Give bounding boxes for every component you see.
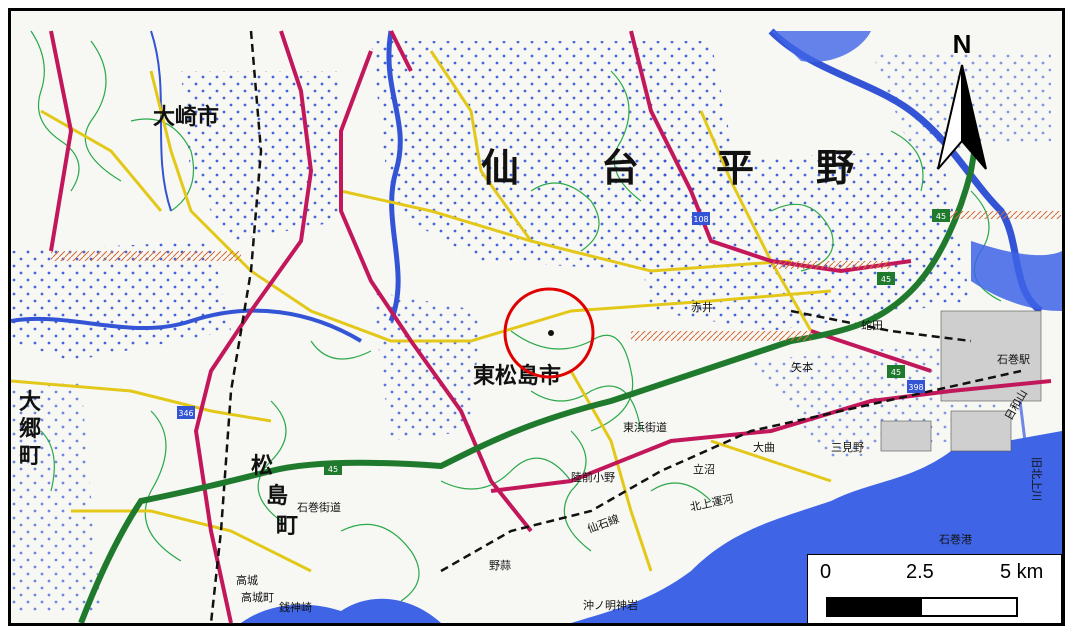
marker-point [548, 330, 554, 336]
svg-text:松: 松 [251, 454, 273, 479]
river-estuary-east [971, 241, 1062, 311]
road-shield-number: 45 [328, 465, 338, 474]
matsushima-bay [241, 598, 441, 623]
svg-text:町: 町 [19, 444, 41, 469]
svg-text:陸前小野: 陸前小野 [571, 470, 615, 484]
svg-text:郷: 郷 [19, 417, 41, 442]
svg-text:大: 大 [19, 390, 41, 415]
region-char: 野 [816, 146, 854, 190]
svg-text:石巻港: 石巻港 [939, 533, 972, 546]
north-arrow: N [932, 29, 992, 174]
svg-text:島: 島 [266, 483, 288, 509]
svg-text:旧北上川: 旧北上川 [1030, 457, 1043, 501]
svg-text:町: 町 [276, 514, 298, 539]
location-marker [503, 287, 595, 379]
svg-text:大曲: 大曲 [753, 440, 775, 454]
svg-text:石巻駅: 石巻駅 [997, 353, 1030, 366]
scale-bar [826, 597, 1018, 617]
road-shields: 45 45 45 108 398 346 45 [177, 209, 950, 475]
railway-lines [209, 30, 1022, 623]
region-char: 台 [601, 146, 639, 190]
scale-segment-black [828, 599, 922, 615]
scale-label-0: 0 [820, 561, 832, 583]
sanriku-expressway [78, 140, 979, 623]
road-shield-number: 45 [936, 212, 946, 221]
svg-text:銭神崎: 銭神崎 [279, 600, 312, 614]
scale-bar-box: 0 2.5 5 km [807, 554, 1062, 623]
region-char: 平 [716, 146, 754, 190]
scale-label-end: 5 km [1000, 561, 1044, 583]
svg-text:高城町: 高城町 [241, 590, 274, 604]
city-label-osaki: 大崎市 [153, 104, 219, 130]
road-shield-number: 398 [908, 383, 923, 392]
region-label-sendai-plain: 仙 台 平 野 [481, 146, 854, 190]
prefectural-roads [11, 50, 832, 573]
slope-hatches [51, 211, 1061, 341]
scale-segment-white [922, 599, 1016, 615]
national-roads [49, 30, 1052, 623]
region-char: 仙 [481, 146, 519, 190]
map-frame: 45 45 45 108 398 346 45 仙 台 平 野 東松島市 大崎市… [8, 8, 1065, 626]
svg-text:沖ノ明神岩: 沖ノ明神岩 [583, 598, 638, 612]
road-shield-number: 45 [881, 275, 891, 284]
svg-text:赤井: 赤井 [691, 300, 713, 314]
svg-text:三見野: 三見野 [831, 441, 864, 454]
contour-lines [30, 30, 1002, 602]
north-arrow-icon [937, 64, 987, 170]
svg-text:野蒜: 野蒜 [489, 559, 511, 572]
svg-text:蛇田: 蛇田 [861, 318, 883, 332]
svg-text:石巻街道: 石巻街道 [297, 500, 341, 514]
road-shield-number: 108 [693, 215, 708, 224]
road-shield-number: 45 [891, 368, 901, 377]
city-label-matsushima: 松 島 町 [251, 454, 298, 539]
svg-text:立沼: 立沼 [693, 462, 715, 476]
svg-text:東浜街道: 東浜街道 [623, 420, 667, 434]
north-letter: N [952, 29, 972, 59]
svg-text:高城: 高城 [236, 573, 258, 587]
svg-text:矢本: 矢本 [791, 360, 813, 374]
river-mouth-north [771, 31, 871, 62]
topographic-map: 45 45 45 108 398 346 45 仙 台 平 野 東松島市 大崎市… [11, 11, 1062, 623]
road-shield-number: 346 [178, 409, 193, 418]
city-label-osato: 大 郷 町 [19, 390, 41, 469]
scale-label-mid: 2.5 [906, 561, 934, 583]
